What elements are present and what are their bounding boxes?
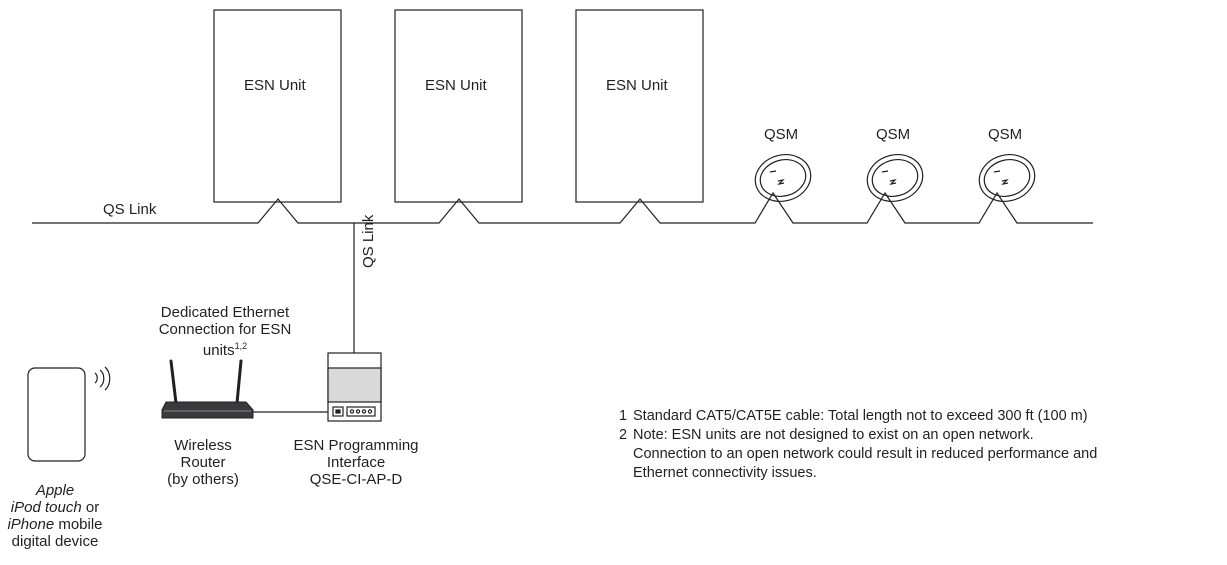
apple-device [27,367,86,462]
esn-unit-label-3: ESN Unit [606,77,668,94]
footnote-1-number: 1 [619,408,628,424]
ethernet-label-line3: units1,2 [120,338,330,359]
router-label-line1: Wireless [174,437,232,454]
footnote-1: 1 Standard CAT5/CAT5E cable: Total length… [619,407,1097,426]
ethernet-label-line1: Dedicated Ethernet [160,304,290,321]
device-label-line1: Apple [35,482,75,499]
ethernet-label-units: units [202,342,235,359]
footnote-2-cont-text: Connection to an open network could resu… [633,446,1098,462]
qs-link-vertical-label: QS Link [360,214,377,268]
esn-programming-interface [327,352,382,422]
footnote-2-cont2-text: Ethernet connectivity issues. [633,465,817,481]
esn-unit-box-3 [575,9,704,203]
device-label-mobile: mobile [54,516,103,533]
device-label: Apple iPod touch or iPhone mobile digita… [0,482,110,550]
esn-unit-label-1: ESN Unit [244,77,306,94]
footnote-2-continued-2: Ethernet connectivity issues. [619,464,1097,483]
qsm-device-3 [978,154,1036,202]
device-label-line4: digital device [11,533,99,550]
interface-label: ESN Programming Interface QSE-CI-AP-D [276,437,436,488]
device-label-line2: iPod touch or [0,499,110,516]
router-label-line3: (by others) [167,471,239,488]
ethernet-connection-label: Dedicated Ethernet Connection for ESN un… [120,304,330,359]
device-label-ipod: iPod touch [10,499,82,516]
esn-unit-box-2 [394,9,523,203]
qsm-label-3: QSM [988,126,1023,143]
footnote-2-continued: Connection to an open network could resu… [619,445,1097,464]
ethernet-label-footnote-ref: 1,2 [234,341,248,351]
interface-label-line2: Interface [326,454,386,471]
interface-label-line1: ESN Programming [293,437,419,454]
router-label: Wireless Router (by others) [147,437,259,488]
esn-unit-label-2: ESN Unit [425,77,487,94]
footnotes: 1 Standard CAT5/CAT5E cable: Total length… [619,407,1097,483]
qs-link-label: QS Link [103,201,157,218]
qsm-device-1 [754,154,812,202]
ethernet-label-line2: Connection for ESN [158,321,292,338]
footnote-2: 2 Note: ESN units are not designed to exi… [619,426,1097,445]
qsm-device-2 [866,154,924,202]
qsm-label-2: QSM [876,126,911,143]
esn-unit-box-1 [213,9,342,203]
device-label-or: or [81,499,100,516]
interface-label-line3: QSE-CI-AP-D [309,471,403,488]
device-label-line3: iPhone mobile [0,516,110,533]
wireless-signal-icon [94,366,111,391]
footnote-1-text: Standard CAT5/CAT5E cable: Total length … [633,408,1088,424]
router-label-line2: Router [180,454,226,471]
wireless-router-icon [161,359,254,419]
qsm-label-1: QSM [764,126,799,143]
footnote-2-text: Note: ESN units are not designed to exis… [633,427,1034,443]
qs-link-bus [32,191,1093,224]
footnote-2-number: 2 [619,427,628,443]
device-label-iphone: iPhone [7,516,55,533]
